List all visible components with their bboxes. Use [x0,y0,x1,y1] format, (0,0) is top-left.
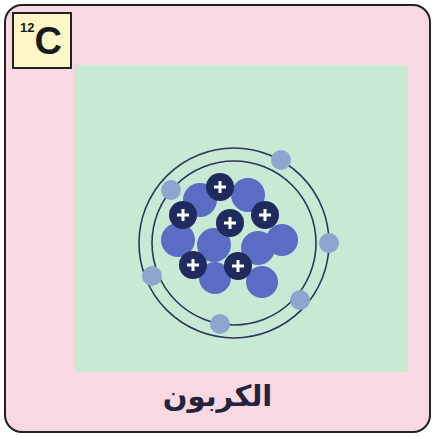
element-symbol: C [34,22,61,60]
electrons [142,150,339,334]
mass-number: 12 [20,21,34,34]
element-name: الكربون [6,379,429,413]
element-card: الكربون 12C [4,4,431,433]
protons [169,173,279,280]
card-ground [5,5,430,432]
symbol-box: 12C [12,12,72,69]
green-panel [75,65,408,372]
orbits [139,148,329,338]
